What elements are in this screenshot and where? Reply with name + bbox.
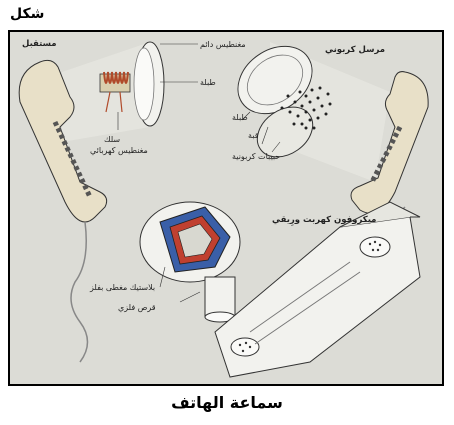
left-handset [18, 59, 108, 363]
microphone-title: ميكروفون كهربت ورِيقي [272, 215, 376, 226]
carbon-transmitter [237, 45, 332, 158]
electromagnet-coil [99, 71, 131, 113]
microphone-cutaway [139, 201, 241, 323]
receiver-disc [133, 41, 165, 127]
label-diaphragm-left: طبلة [200, 78, 216, 87]
figure-caption: سماعة الهاتف [171, 393, 283, 412]
figure-label: شكل [10, 6, 45, 22]
label-electromagnet: مغنطيس كهربائي [90, 146, 148, 155]
carbon-granules [280, 86, 332, 130]
telephone-diagram: مستقبل مغنطيس دائم طبلة سلك مغنطيس كهربا… [10, 32, 442, 384]
label-wire: سلك [104, 135, 120, 144]
diagram-frame: مستقبل مغنطيس دائم طبلة سلك مغنطيس كهربا… [8, 30, 444, 386]
label-permanent-magnet: مغنطيس دائم [200, 40, 246, 49]
label-diaphragm-right: طبلة [232, 113, 248, 122]
label-carbon-granules: حبيبات كربونية [232, 152, 280, 161]
label-metal-disc: قرص فلزي [118, 303, 156, 312]
label-plastic-cover: بلاستيك مغطى بفلز [89, 283, 155, 292]
label-cup: قبة [248, 131, 259, 140]
handset-base [214, 201, 421, 378]
receiver-title: مستقبل [22, 39, 57, 49]
carbon-transmitter-title: مرسل كربوني [325, 45, 385, 55]
